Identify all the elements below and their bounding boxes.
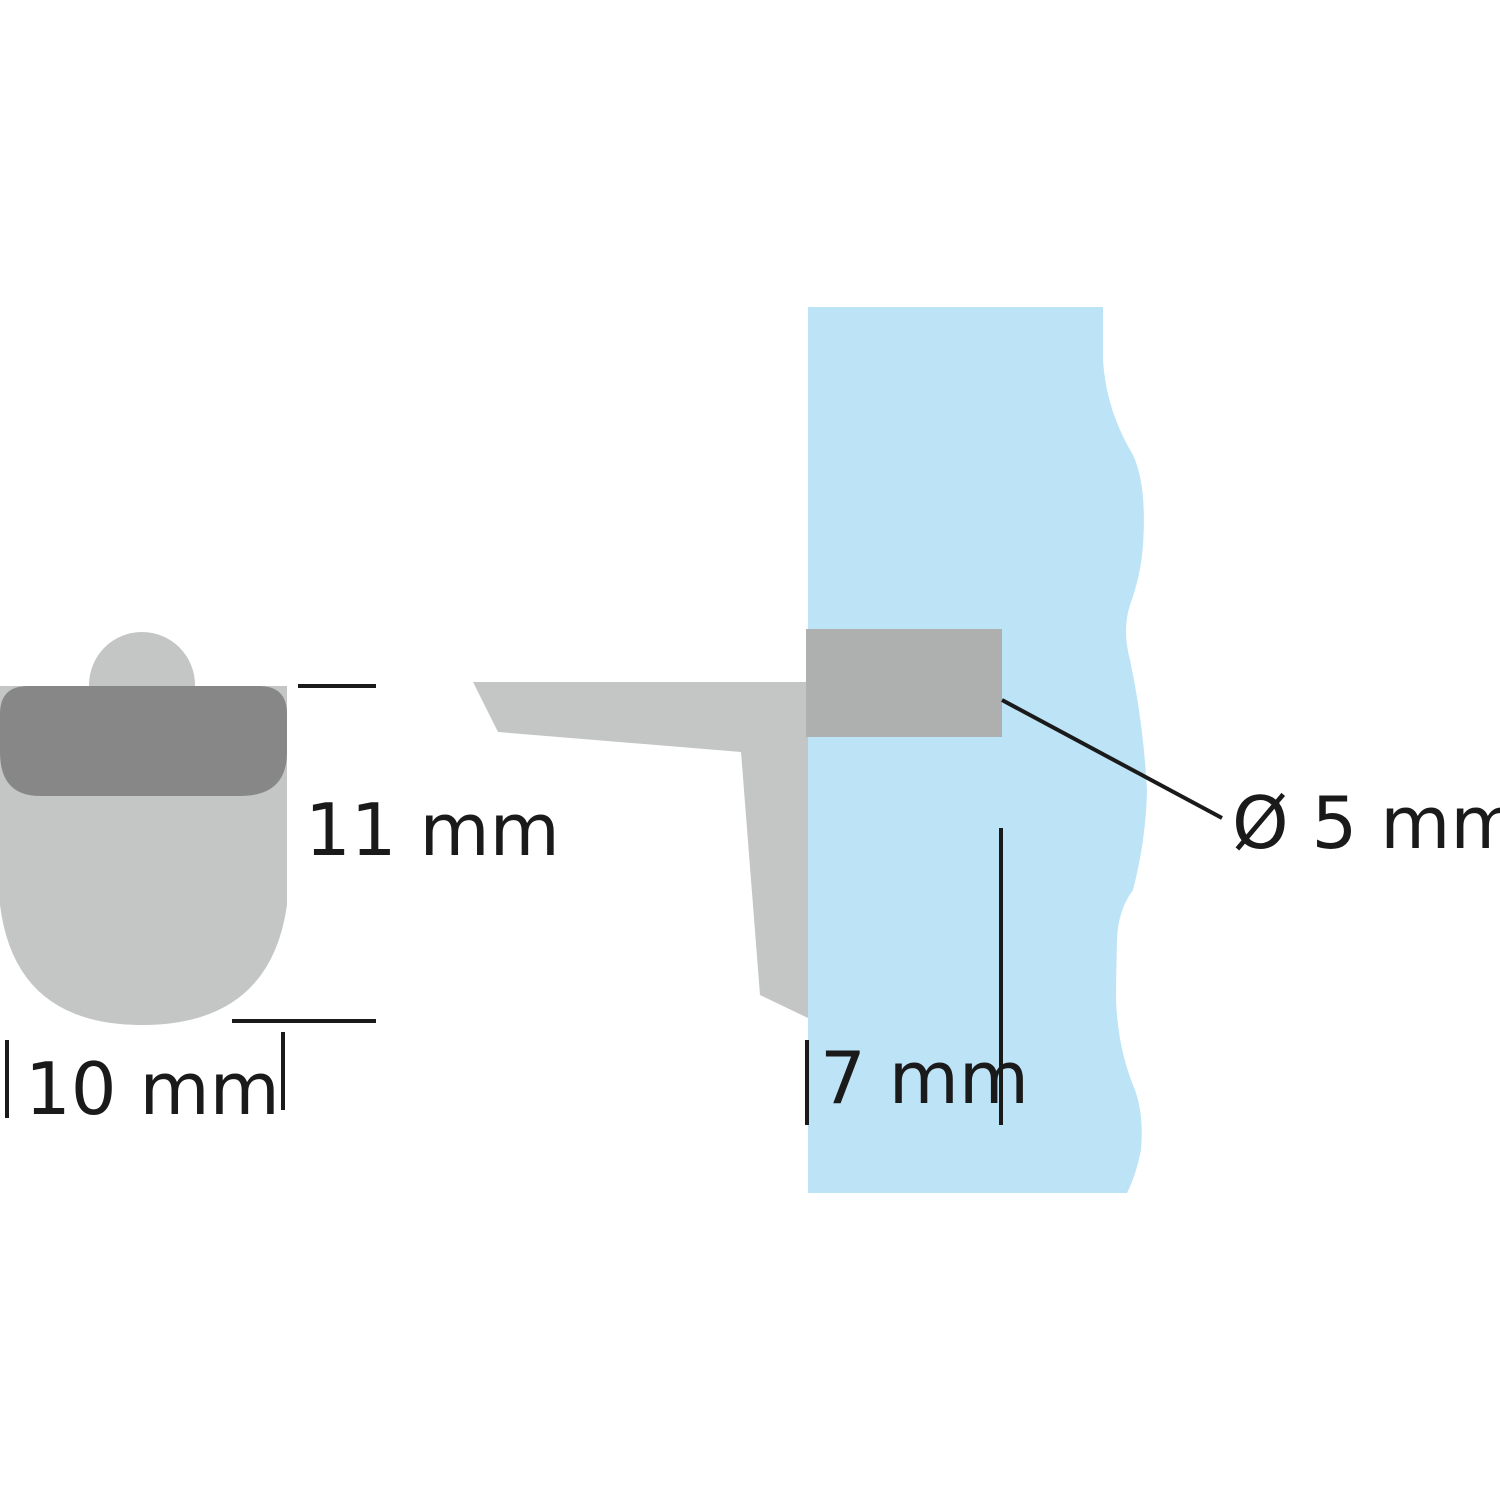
height-dimension: 11 mm <box>232 684 560 1023</box>
glass-panel <box>808 307 1147 1193</box>
support-front-view <box>0 632 287 1025</box>
width-dimension: 10 mm <box>5 1032 285 1131</box>
support-side-view <box>473 682 808 1018</box>
pin-diameter-callout: Ø 5 mm <box>1001 698 1500 865</box>
pin-diameter-leader-line <box>1001 698 1223 820</box>
support-pin <box>806 629 1002 737</box>
pin-diameter-label: Ø 5 mm <box>1232 781 1500 865</box>
width-label: 10 mm <box>25 1047 280 1131</box>
height-label: 11 mm <box>305 788 560 872</box>
support-rubber-cap <box>0 686 287 796</box>
pin-depth-dimension: 7 mm <box>805 828 1029 1125</box>
pin-depth-label: 7 mm <box>820 1036 1029 1120</box>
